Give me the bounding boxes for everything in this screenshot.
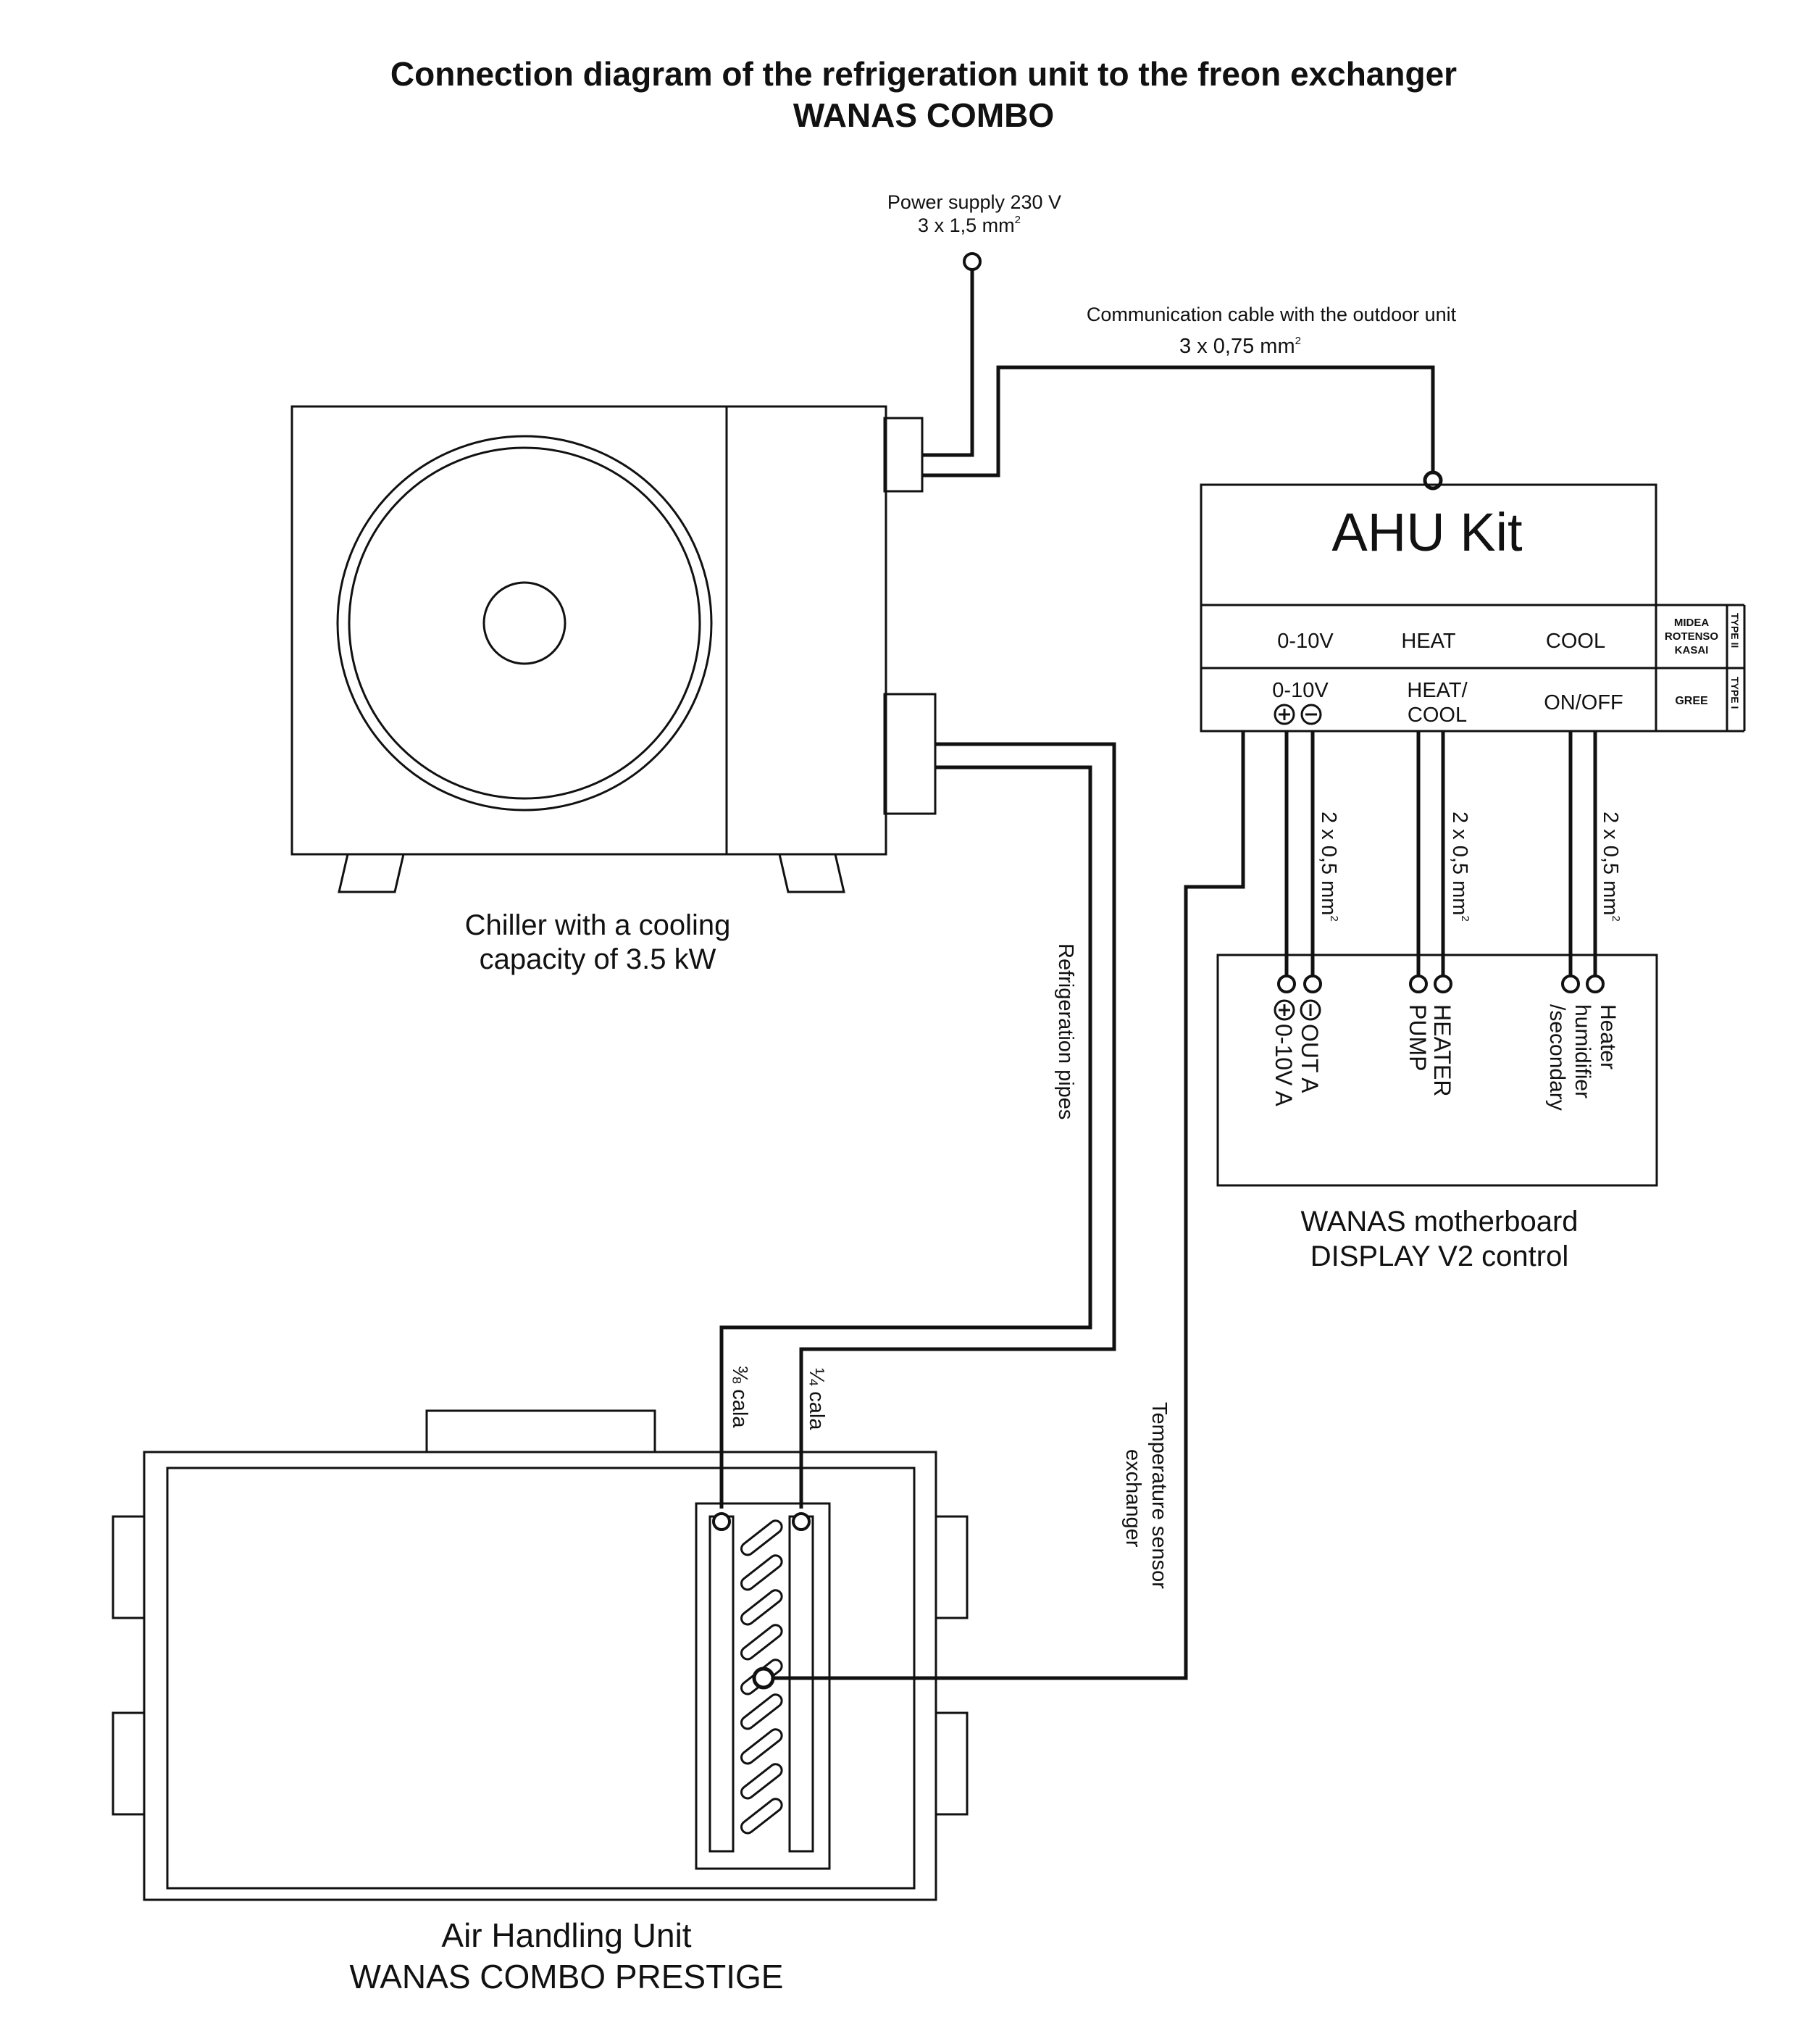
refrigeration-pipes-label: Refrigeration pipes [1054, 943, 1077, 1119]
wire-spec-1: 2 x 0,5 mm2 [1317, 812, 1340, 922]
ahu-kit-row1-0-10v: 0-10V [1277, 630, 1334, 653]
chiller-body [290, 405, 887, 856]
refrigeration-pipe-inner [719, 765, 1092, 1509]
ahu-inner-casing [166, 1467, 916, 1890]
minus-icon [1300, 704, 1322, 725]
chiller-fan-inner [348, 446, 701, 800]
ahu-kit-row2-0-10v: 0-10V [1272, 679, 1329, 702]
ahu-kit-row2-heat: HEAT/ [1407, 679, 1468, 702]
ahu-kit-brand-gree: GREE [1675, 695, 1708, 707]
chiller-foot-left [338, 853, 405, 893]
pipe-label-left: ⅜ cala [728, 1366, 751, 1428]
ahu-caption-line2: WANAS COMBO PRESTIGE [350, 1958, 784, 1995]
power-supply-terminal [963, 252, 982, 271]
terminal-label-heater: HEATER [1429, 1004, 1455, 1096]
communication-cable-spec: 3 x 0,75 mm2 [1179, 335, 1301, 358]
chiller-fan-hub [482, 581, 566, 665]
terminal-plus-icon [1274, 999, 1295, 1021]
ahu-caption-line1: Air Handling Unit [441, 1916, 691, 1954]
power-supply-spec: 3 x 1,5 mm2 [918, 214, 1021, 236]
chiller-caption-line1: Chiller with a cooling [465, 909, 731, 941]
chiller-caption-line2: capacity of 3.5 kW [480, 943, 716, 975]
terminal-label-0-10v-a: 0-10V A [1271, 1024, 1297, 1107]
terminal-minus-icon [1300, 999, 1321, 1021]
terminal-label-out-a: OUT A [1297, 1024, 1323, 1093]
freon-exchanger [695, 1502, 831, 1870]
wire-spec-3: 2 x 0,5 mm2 [1599, 812, 1622, 922]
ahu-top-box [425, 1409, 656, 1453]
terminal-label-heater2: Heater [1596, 1004, 1620, 1069]
motherboard-box [1216, 954, 1658, 1187]
terminal-label-pump: PUMP [1405, 1004, 1431, 1071]
ahu-kit-brand-kasai: KASAI [1675, 644, 1709, 656]
chiller-foot-right [778, 853, 845, 893]
chiller-fan-outer [336, 435, 713, 812]
exchanger-header-left [708, 1515, 735, 1853]
temperature-sensor-label-line1: Temperature sensor [1147, 1402, 1171, 1589]
exchanger-header-right [788, 1515, 814, 1853]
refrigeration-pipe-outer [799, 742, 1116, 1509]
diagram-title-line2: WANAS COMBO [793, 96, 1054, 134]
terminal-0-10v-plus [1277, 975, 1296, 993]
ahu-kit [1200, 483, 1746, 733]
ahu-duct-right-top [934, 1515, 969, 1619]
diagram-title-line1: Connection diagram of the refrigeration … [390, 55, 1457, 93]
pipe-connection-right [792, 1512, 811, 1531]
wire-spec-2: 2 x 0,5 mm2 [1448, 812, 1471, 922]
terminal-label-humidifier: humidifier [1571, 1004, 1594, 1098]
temperature-sensor-point [752, 1667, 775, 1690]
ahu-outer-casing [143, 1451, 937, 1901]
communication-cable [921, 365, 1435, 477]
ahu-duct-right-bottom [934, 1711, 969, 1816]
pipe-label-right: ¼ cala [805, 1368, 828, 1430]
temperature-sensor-label-line2: exchanger [1121, 1449, 1145, 1548]
ahu-duct-left-bottom [112, 1711, 146, 1816]
communication-cable-terminal [1423, 470, 1443, 491]
temperature-sensor-cable [774, 731, 1245, 1680]
air-handling-unit [112, 1409, 969, 1901]
ahu-kit-type-i: TYPE I [1729, 677, 1741, 709]
plus-icon [1274, 704, 1295, 725]
ahu-kit-row1-heat: HEAT [1401, 630, 1455, 653]
chiller-pipe-connector [883, 693, 937, 815]
ahu-kit-brand-midea: MIDEA [1674, 617, 1710, 629]
exchanger-frame [695, 1502, 831, 1870]
motherboard-caption-line2: DISPLAY V2 control [1310, 1240, 1568, 1272]
power-supply-label: Power supply 230 V [887, 191, 1061, 213]
terminal-pump [1409, 975, 1428, 993]
terminal-out-a [1303, 975, 1322, 993]
motherboard-caption-line1: WANAS motherboard [1300, 1206, 1578, 1238]
ahu-kit-brand-rotenso: ROTENSO [1665, 630, 1719, 643]
communication-cable-label: Communication cable with the outdoor uni… [1087, 304, 1457, 325]
chiller-unit [290, 405, 937, 893]
terminal-heater-humidifier [1586, 975, 1605, 993]
ahu-kit-box [1200, 483, 1657, 733]
terminal-label-secondary: /secondary [1545, 1004, 1569, 1111]
ahu-duct-left-top [112, 1515, 146, 1619]
terminal-heater [1434, 975, 1452, 993]
ahu-kit-row1-cool: COOL [1546, 630, 1605, 653]
terminal-secondary [1561, 975, 1580, 993]
ahu-kit-row2-onoff: ON/OFF [1544, 691, 1623, 714]
pipe-connection-left [712, 1512, 731, 1531]
ahu-kit-title: AHU Kit [1331, 502, 1523, 562]
ahu-kit-row2-cool: COOL [1408, 704, 1467, 727]
chiller-electrical-connector [883, 417, 924, 493]
power-supply-cable [921, 270, 974, 457]
ahu-kit-type-ii: TYPE II [1729, 613, 1741, 648]
